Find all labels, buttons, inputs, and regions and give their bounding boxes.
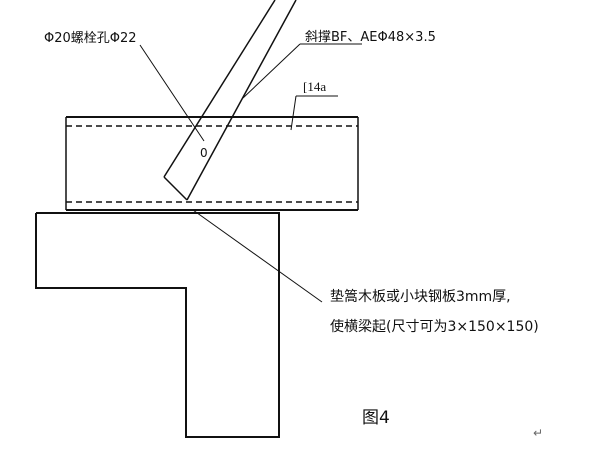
pad-note-line2: 使横梁起(尺寸可为3×150×150) bbox=[330, 319, 539, 335]
leader-bolt bbox=[139, 44, 205, 142]
leader-pad bbox=[192, 209, 323, 303]
leader-brace-diag bbox=[242, 43, 301, 99]
channel-label: [14a bbox=[303, 79, 327, 94]
brace-line-right bbox=[186, 0, 297, 201]
pad-note-line1: 垫篙木板或小块钢板3mm厚, bbox=[330, 289, 511, 305]
brace-line-left bbox=[163, 0, 276, 178]
bolt-hole-label: Φ20螺栓孔Φ22 bbox=[44, 31, 137, 46]
column-outline bbox=[35, 212, 280, 438]
paragraph-mark: ↵ bbox=[533, 426, 544, 440]
hole-mark: 0 bbox=[200, 146, 208, 160]
brace-label: 斜撑BF、AEΦ48×3.5 bbox=[305, 30, 436, 45]
brace-end-cap bbox=[163, 176, 188, 201]
leader-channel-down bbox=[290, 95, 297, 131]
figure-label: 图4 bbox=[362, 408, 390, 428]
